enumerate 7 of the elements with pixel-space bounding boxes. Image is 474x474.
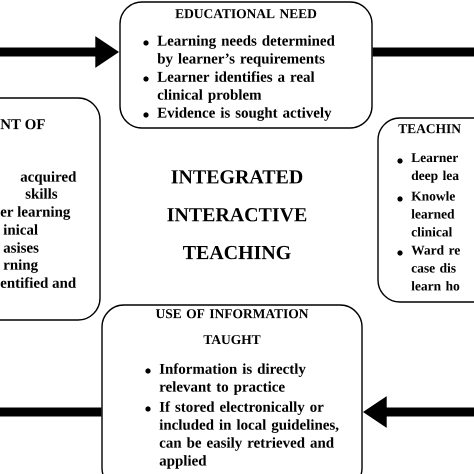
rounded-box: NT OF acquired skills er learning inical asises rning entified and bbox=[0, 97, 101, 321]
rounded-box: EDUCATIONAL NEED Learning needs determined by learner’s requirements Learner identifies a real clinical problem Evidence is sought actively bbox=[119, 1, 373, 129]
connector-line bbox=[372, 48, 474, 56]
center-title: INTEGRATED INTERACTIVE TEACHING bbox=[167, 170, 306, 260]
connector-line bbox=[0, 408, 102, 416]
rounded-box: USE OF INFORMATION TAUGHT Information is directly relevant to practice If stored electronically or included in local guidelines, can be easily retrieved and applied bbox=[101, 304, 363, 474]
rounded-box: TEACHIN Learner deep lea Knowle learned clinical Ward re case dis learn ho bbox=[377, 117, 474, 303]
